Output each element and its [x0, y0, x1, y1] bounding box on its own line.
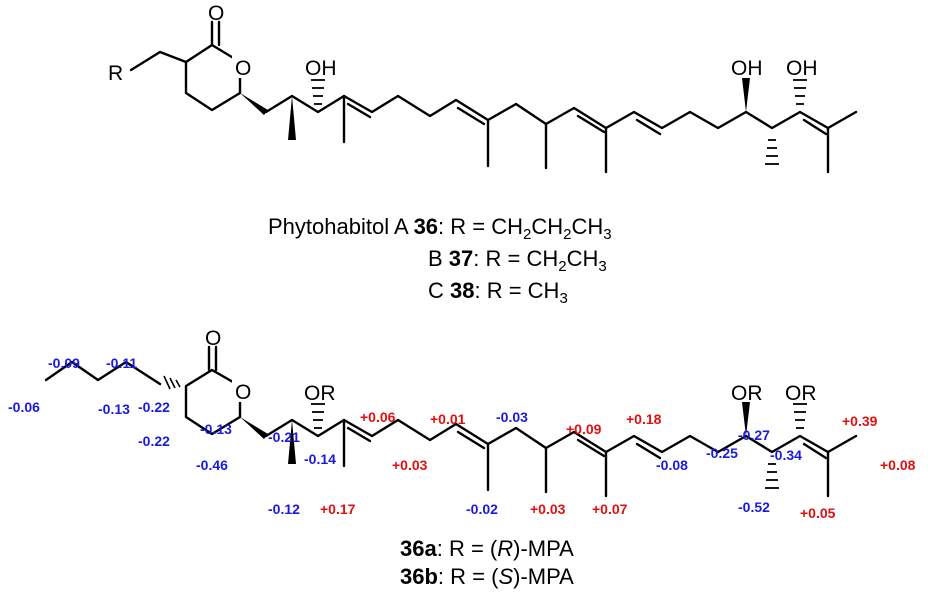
atom-r: R: [108, 62, 123, 85]
delta-label: -0.08: [656, 457, 688, 473]
delta-label: +0.17: [320, 501, 356, 517]
delta-label: -0.09: [48, 355, 80, 371]
caption-36a: 36a: R = (R)-MPA: [400, 536, 574, 561]
wedge-bond-b1: [240, 417, 268, 439]
delta-label: -0.06: [8, 399, 40, 415]
delta-label: +0.03: [530, 501, 566, 517]
atom-oh2: OH: [731, 57, 763, 80]
top-molecule: R O O OH OH OH: [108, 2, 858, 174]
delta-label: -0.11: [106, 355, 137, 371]
delta-label: +0.39: [842, 413, 878, 429]
caption-line-3: C 38: R = CH3: [428, 278, 568, 307]
db-b5: [802, 442, 828, 460]
db-4: [635, 118, 662, 136]
atom-or3: OR: [785, 382, 817, 405]
atom-oh1: OH: [305, 57, 337, 80]
delta-label: +0.18: [626, 411, 662, 427]
main-chain-top: [264, 94, 858, 130]
atom-oh3: OH: [786, 57, 818, 80]
delta-label: -0.22: [138, 433, 170, 449]
caption-line-1: Phytohabitol A 36: R = CH2CH2CH3: [268, 214, 612, 243]
delta-label: -0.12: [268, 501, 300, 517]
delta-label: -0.21: [268, 429, 300, 445]
db-1: [346, 102, 372, 119]
delta-label: +0.06: [360, 409, 396, 425]
delta-label: -0.52: [738, 499, 770, 515]
db-b2: [456, 430, 486, 450]
db-2: [456, 106, 486, 126]
bottom-caption: 36a: R = (R)-MPA 36b: R = (S)-MPA: [400, 536, 574, 589]
delta-label: +0.08: [880, 457, 916, 473]
hashed-oh-1: [311, 79, 325, 105]
delta-label: -0.34: [770, 447, 802, 463]
wedge-or-2: [742, 402, 750, 436]
delta-label: -0.13: [98, 401, 130, 417]
delta-label: -0.13: [200, 421, 232, 437]
delta-label: +0.07: [592, 501, 628, 517]
wedge-methyl-b1: [288, 420, 296, 464]
atom-ring-o: O: [235, 57, 251, 80]
delta-labels: -0.09 -0.11 -0.06 -0.13 -0.22 -0.22 -0.1…: [8, 355, 916, 521]
delta-label: -0.25: [706, 445, 738, 461]
hashed-methyl-b6: [765, 463, 779, 489]
db-b1: [346, 426, 372, 443]
bond-r: [129, 50, 188, 72]
atom-carbonyl-o: O: [208, 2, 224, 25]
hashed-methyl-6: [765, 139, 779, 165]
delta-label: +0.01: [430, 411, 466, 427]
delta-label: -0.46: [196, 457, 228, 473]
atom-or2: OR: [731, 382, 763, 405]
delta-label: -0.03: [496, 409, 528, 425]
top-caption: Phytohabitol A 36: R = CH2CH2CH3 B 37: R…: [268, 214, 612, 307]
wedge-bond-1: [240, 93, 268, 115]
delta-label: +0.03: [392, 457, 428, 473]
db-b4: [635, 442, 662, 460]
atom-ring-o-2: O: [235, 381, 251, 404]
delta-label: +0.09: [566, 421, 602, 437]
hashed-bond-alpha-2: [163, 375, 181, 390]
hashed-oh-3: [793, 79, 807, 105]
atom-or1: OR: [304, 382, 336, 405]
lactone-ring: [184, 43, 242, 112]
wedge-methyl-1: [288, 96, 296, 140]
db-b3: [576, 438, 606, 458]
delta-label: -0.27: [738, 427, 770, 443]
db-3: [576, 114, 606, 134]
bottom-molecule: O O OR OR OR: [44, 327, 858, 498]
hashed-or-1: [311, 403, 325, 429]
delta-label: +0.05: [800, 505, 836, 521]
delta-label: -0.02: [466, 501, 498, 517]
db-5: [802, 118, 828, 136]
wedge-oh-2: [742, 78, 750, 112]
hashed-or-3: [793, 403, 807, 429]
caption-36b: 36b: R = (S)-MPA: [400, 564, 574, 589]
delta-label: -0.22: [138, 399, 170, 415]
caption-line-2: B 37: R = CH2CH3: [428, 246, 607, 275]
main-chain-bottom: [264, 418, 858, 454]
atom-carbonyl-o-2: O: [205, 327, 221, 350]
propyl-chain: [44, 360, 162, 386]
delta-label: -0.14: [304, 451, 336, 467]
